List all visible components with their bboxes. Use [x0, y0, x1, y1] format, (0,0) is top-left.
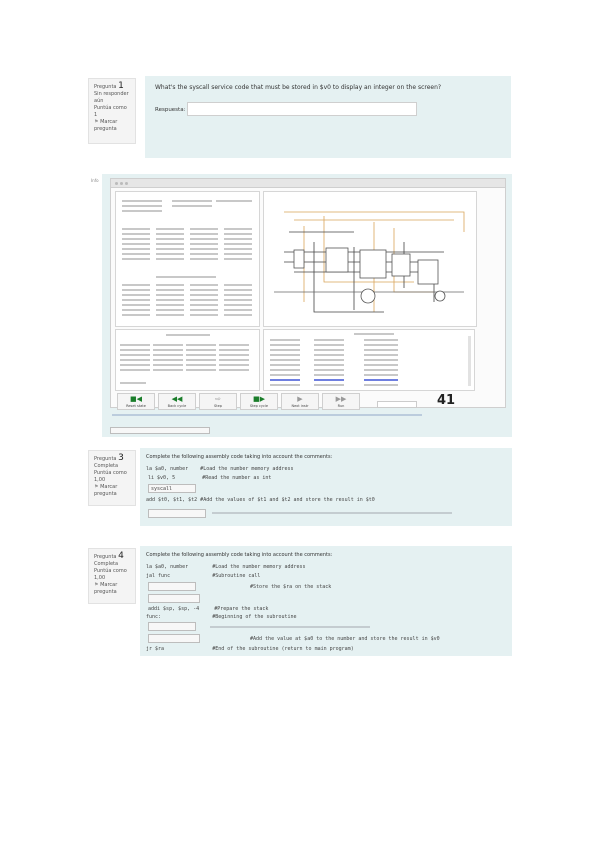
instr-scrollbar[interactable] — [468, 336, 471, 386]
answer-label: Respuesta: — [155, 107, 186, 113]
back-cycle-button[interactable]: ◀◀Back cycle — [158, 393, 196, 410]
run-button[interactable]: ▶▶Run — [322, 393, 360, 410]
datapath-svg — [274, 211, 465, 313]
answer-input[interactable] — [148, 594, 200, 603]
question-content: Complete the following assembly code tak… — [140, 448, 512, 526]
maximize-icon[interactable] — [125, 182, 128, 185]
code-line: syscall — [151, 486, 173, 492]
answer-input[interactable] — [148, 622, 196, 631]
answer-input[interactable] — [148, 509, 206, 518]
question-number: Pregunta 3 — [94, 453, 124, 463]
code-line: jr $ra #End of the subroutine (return to… — [146, 646, 354, 652]
question-info: Pregunta 3 Completa Puntúa como 1,00 ⚑ M… — [88, 450, 136, 506]
answer-input[interactable] — [148, 484, 196, 493]
speed-select[interactable] — [377, 401, 417, 408]
side-info: Info — [91, 178, 99, 183]
reset-state-button[interactable]: ■◀Reset state — [117, 393, 155, 410]
run-icon: ▶▶ — [335, 395, 347, 403]
question-points: Puntúa como 1,00 — [94, 568, 127, 581]
question-text: Complete the following assembly code tak… — [146, 552, 333, 558]
code-line: la $a0, number #Load the number memory a… — [146, 466, 294, 472]
cycle-counter: 41 — [437, 393, 456, 408]
code-line: la $a0, number #Load the number memory a… — [146, 564, 306, 570]
question-info: Pregunta 1 Sin responder aún Puntúa como… — [88, 78, 136, 144]
close-icon[interactable] — [115, 182, 118, 185]
code-line: addi $sp, $sp, -4 #Prepare the stack — [148, 606, 269, 612]
question-points: Puntúa como 1 — [94, 105, 127, 118]
question-info: Pregunta 4 Completa Puntúa como 1,00 ⚑ M… — [88, 548, 136, 604]
datapath-diagram — [263, 191, 477, 327]
flag-question-link[interactable]: ⚑ Marcar pregunta — [94, 484, 118, 497]
code-line: jal func #Subroutine call — [146, 573, 261, 579]
question-text: Complete the following assembly code tak… — [146, 454, 333, 460]
question-1: Pregunta 1 Sin responder aún Puntúa como… — [0, 0, 599, 165]
window-titlebar — [111, 179, 505, 188]
question-content: ■◀Reset state ◀◀Back cycle ⇨Step ■▶Step … — [102, 174, 512, 437]
minimize-icon[interactable] — [120, 182, 123, 185]
code-line: func: #Beginning of the subroutine — [146, 614, 297, 620]
question-number: Pregunta 1 — [94, 81, 124, 91]
question-2: Info — [0, 170, 599, 440]
instruction-panel — [263, 329, 475, 391]
question-status: Completa — [94, 561, 119, 567]
step-cycle-icon: ■▶ — [253, 395, 265, 403]
flag-icon: ⚑ — [94, 582, 99, 588]
answer-input[interactable] — [148, 634, 200, 643]
code-line: #Add the value at $a0 to the number and … — [250, 636, 440, 642]
step-icon: ⇨ — [215, 395, 221, 403]
flag-question-link[interactable]: ⚑ Marcar pregunta — [94, 119, 118, 132]
question-content: Complete the following assembly code tak… — [140, 546, 512, 656]
question-status: Sin responder aún — [94, 91, 129, 104]
answer-input[interactable] — [148, 582, 196, 591]
question-points: Puntúa como 1,00 — [94, 470, 127, 483]
register-panel — [115, 191, 260, 327]
answer-input[interactable] — [110, 427, 210, 434]
question-text: What's the syscall service code that mus… — [155, 84, 442, 91]
code-line: #Store the $ra on the stack — [250, 584, 332, 590]
memory-panel — [115, 329, 260, 391]
code-line: add $t0, $t1, $t2 #Add the values of $t1… — [146, 497, 375, 503]
attempt-note — [112, 414, 422, 416]
reset-icon: ■◀ — [130, 395, 142, 403]
flag-icon: ⚑ — [94, 484, 99, 490]
question-4: Pregunta 4 Completa Puntúa como 1,00 ⚑ M… — [0, 540, 599, 660]
code-line: li $v0, 5 #Read the number as int — [148, 475, 272, 481]
feedback-line — [212, 512, 452, 514]
next-icon: ▶ — [297, 395, 303, 403]
step-button[interactable]: ⇨Step — [199, 393, 237, 410]
flag-icon: ⚑ — [94, 119, 99, 125]
question-3: Pregunta 3 Completa Puntúa como 1,00 ⚑ M… — [0, 440, 599, 530]
code-line-hint — [210, 626, 370, 628]
flag-question-link[interactable]: ⚑ Marcar pregunta — [94, 582, 118, 595]
question-number: Pregunta 4 — [94, 551, 124, 561]
step-cycle-button[interactable]: ■▶Step cycle — [240, 393, 278, 410]
question-content: What's the syscall service code that mus… — [145, 76, 511, 158]
simulator-window: ■◀Reset state ◀◀Back cycle ⇨Step ■▶Step … — [110, 178, 506, 410]
next-instr-button[interactable]: ▶Next instr — [281, 393, 319, 410]
answer-input[interactable] — [187, 102, 417, 116]
back-icon: ◀◀ — [171, 395, 183, 403]
question-status: Completa — [94, 463, 119, 469]
